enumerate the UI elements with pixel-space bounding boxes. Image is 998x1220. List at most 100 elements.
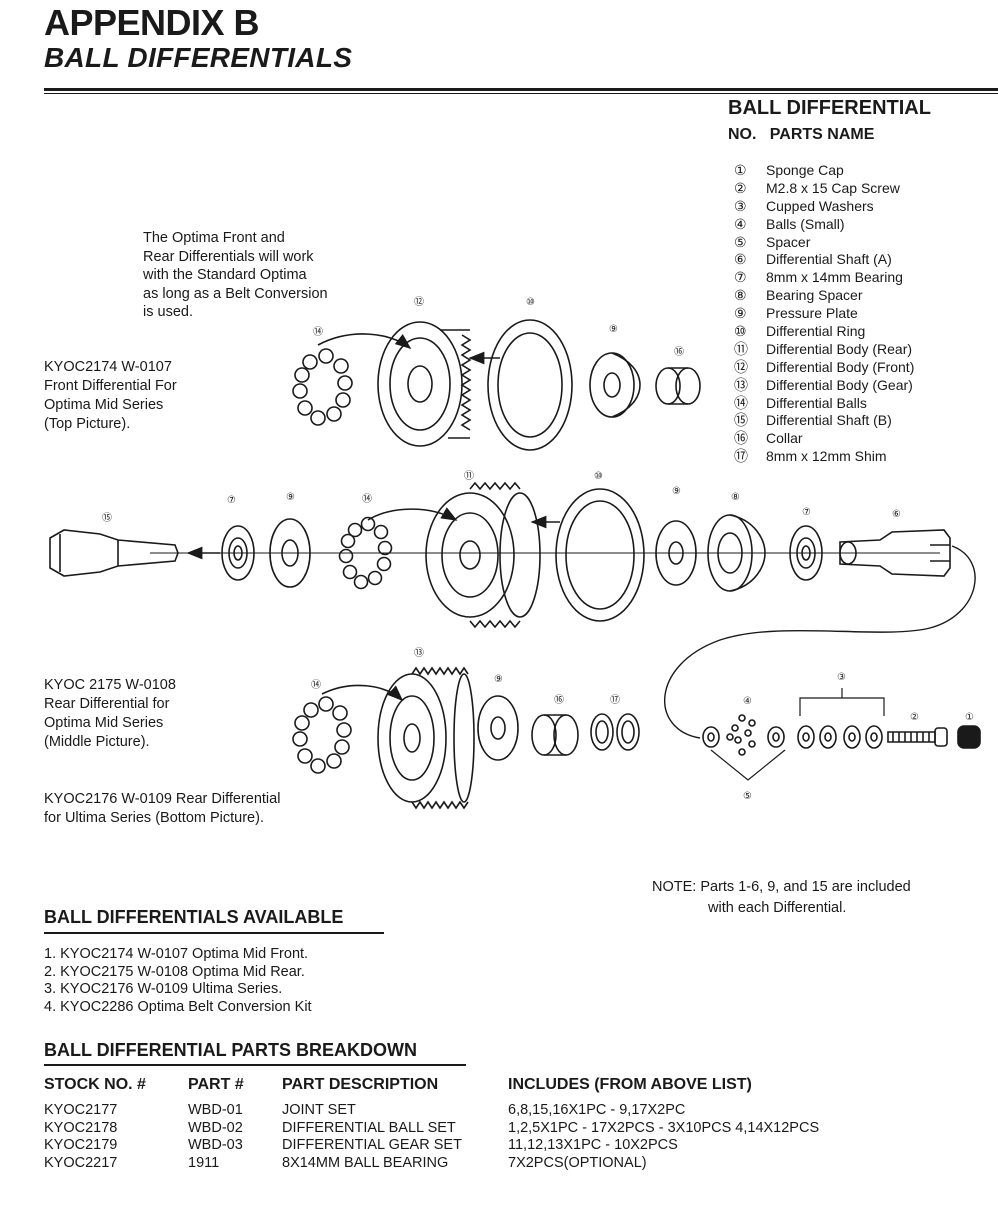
table-cell: 1911 [188,1154,220,1171]
parts-list-col-name: PARTS NAME [769,126,875,143]
label-5-exploded: ⑤ [743,791,752,802]
label-2-exploded: ② [910,712,919,723]
label-13-bottom: ⑬ [414,647,424,659]
spacer-assembly [702,714,786,781]
label-9-bottom: ⑨ [494,674,503,685]
label-10-mid: ⑩ [594,471,603,482]
diff-ring-middle [555,488,645,622]
balls-ring-top [292,348,353,426]
balls-ring-bottom [292,696,352,774]
col-stock-no: KYOC2177 KYOC2178 KYOC2179 KYOC2217 [44,1102,117,1172]
label-8-mid: ⑧ [731,492,740,503]
label-11-mid: ⑪ [464,470,474,482]
table-cell: 11,12,13X1PC - 10X2PCS [508,1137,678,1153]
table-cell: KYOC2177 [44,1102,118,1118]
label-17-bottom: ⑰ [610,694,620,706]
col-header-includes: INCLUDES (FROM ABOVE LIST) [508,1076,752,1093]
table-cell: 8X14MM BALL BEARING [282,1154,449,1171]
page-subtitle: BALL DIFFERENTIALS [44,42,353,73]
label-7-mid-left: ⑦ [227,495,236,506]
breakdown-rule [44,1064,466,1066]
pressure-plate-bottom [477,695,519,761]
table-cell: KYOC2179 [44,1137,118,1153]
table-cell: KYOC2217 [44,1154,118,1171]
bearing-spacer [707,514,766,592]
breakdown-title: BALL DIFFERENTIAL PARTS BREAKDOWN [44,1040,417,1060]
caption-top-picture: KYOC2174 W-0107 Front Differential For O… [44,359,177,432]
optima-compatibility-note: The Optima Front and Rear Differentials … [143,230,328,320]
label-6-mid: ⑥ [892,509,901,520]
label-4-exploded: ④ [743,696,752,707]
diff-shaft-a [839,529,951,577]
list-item: 4. KYOC2286 Optima Belt Conversion Kit [44,998,312,1015]
cap-screw [887,727,948,747]
label-12-top: ⑫ [414,296,424,308]
diff-body-front [377,321,472,447]
table-cell: JOINT SET [282,1102,356,1118]
label-16-bottom: ⑯ [554,694,564,706]
parts-list-title: BALL DIFFERENTIAL [728,97,931,119]
bearing-middle-right [789,525,823,581]
bearing-middle-left [221,525,255,581]
label-9-mid-left: ⑨ [286,492,295,503]
sponge-cap [957,725,981,749]
table-cell: 6,8,15,16X1PC - 9,17X2PC [508,1102,686,1118]
label-15-mid: ⑮ [102,512,112,524]
label-10-top: ⑩ [526,297,535,308]
label-14-mid: ⑭ [362,493,372,505]
table-cell: KYOC2178 [44,1119,118,1136]
collar-bottom [531,714,579,756]
table-cell: DIFFERENTIAL BALL SET [282,1119,456,1136]
available-rule [44,932,384,934]
collar-top [655,367,701,405]
list-item: 2. KYOC2175 W-0108 Optima Mid Rear. [44,963,305,980]
list-item: 1. KYOC2174 W-0107 Optima Mid Front. [44,946,309,962]
diff-ring-top [487,319,573,451]
table-cell: WBD-01 [188,1102,243,1118]
list-item: 3. KYOC2176 W-0109 Ultima Series. [44,981,283,997]
cupped-washers [797,688,885,749]
label-9-top: ⑨ [609,324,618,335]
page-title: APPENDIX B [44,2,260,43]
table-cell: WBD-03 [188,1137,243,1153]
label-14-bottom: ⑭ [311,679,321,691]
caption-middle-picture: KYOC 2175 W-0108 Rear Differential for O… [44,677,176,750]
table-cell: 7X2PCS(OPTIONAL) [508,1154,647,1171]
label-9-mid-right: ⑨ [672,486,681,497]
label-16-top: ⑯ [674,346,684,358]
available-title: BALL DIFFERENTIALS AVAILABLE [44,907,344,927]
balls-ring-middle [338,516,393,590]
shims-bottom [590,713,640,751]
diff-body-gear [377,666,475,810]
table-cell: DIFFERENTIAL GEAR SET [282,1137,462,1153]
col-description: JOINT SET DIFFERENTIAL BALL SET DIFFEREN… [282,1102,462,1172]
parts-list-col-no: NO. [728,126,757,143]
header-rule [44,88,998,91]
label-14-top: ⑭ [313,326,323,338]
col-header-part-no: PART # [188,1076,244,1093]
label-1-exploded: ① [965,712,974,723]
available-list: 1. KYOC2174 W-0107 Optima Mid Front. 2. … [44,946,312,1016]
parts-list-header: NO. PARTS NAME [728,126,874,144]
col-header-stock-no: STOCK NO. # [44,1076,146,1093]
pressure-plate-top [589,352,641,418]
col-part-no: WBD-01 WBD-02 WBD-03 1911 [188,1102,243,1172]
